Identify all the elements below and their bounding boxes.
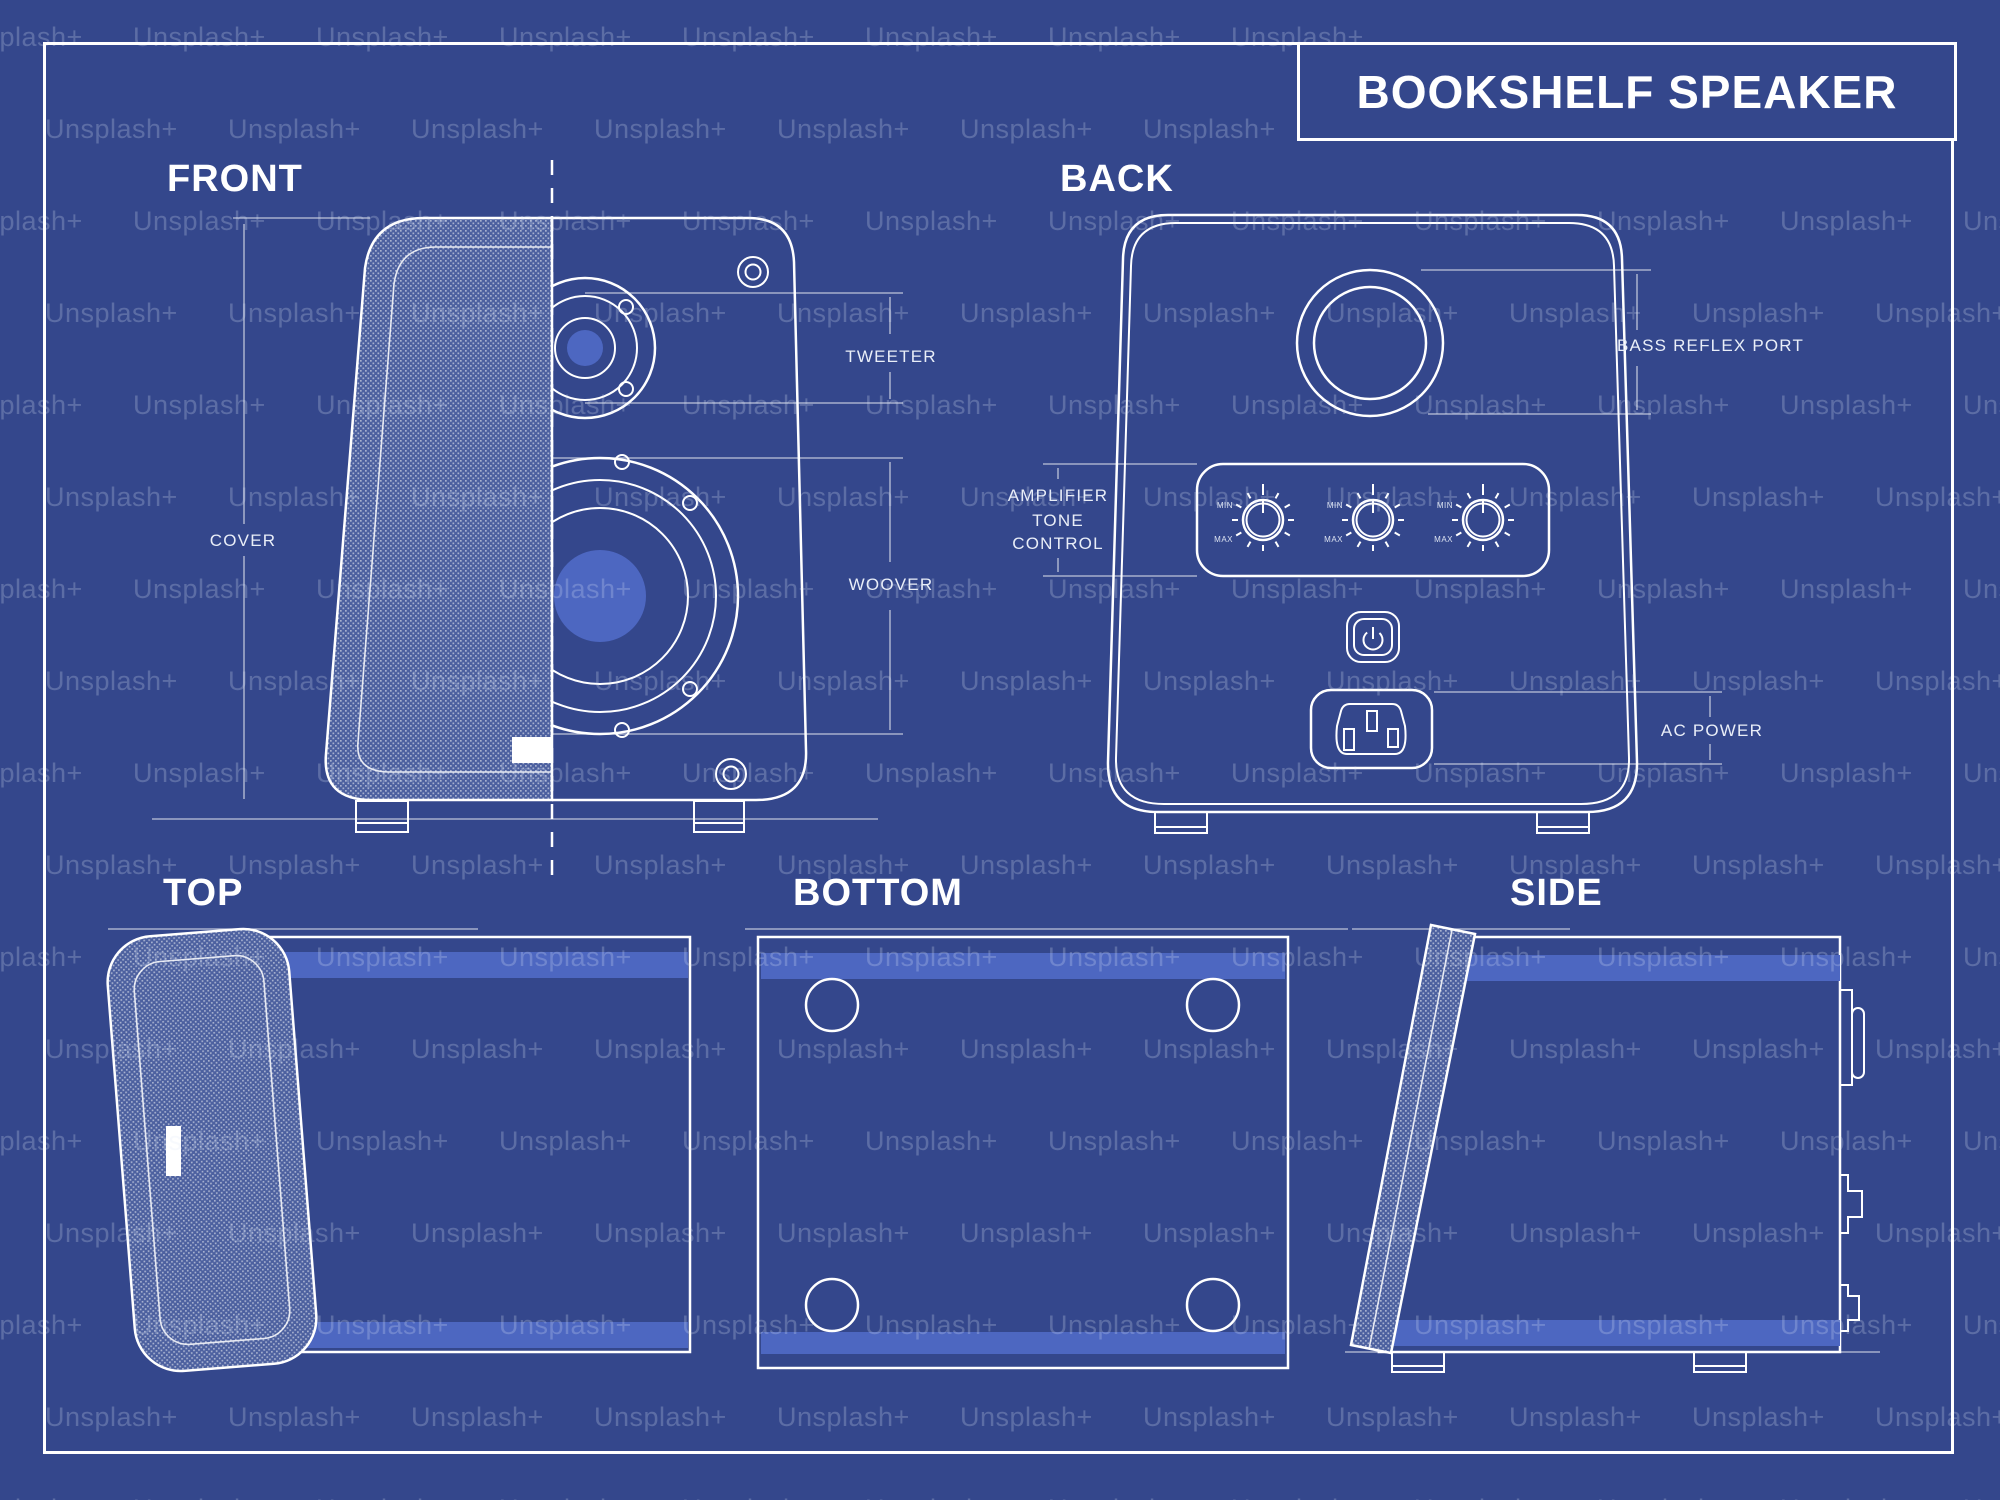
knob-min-label: MIN (1217, 501, 1233, 510)
foot-pad (804, 977, 860, 1033)
woofer-driver (553, 454, 740, 738)
back-view: MIN MAX MIN MAX MIN MAX (1008, 213, 1804, 834)
tone-knob[interactable]: MIN MAX (1434, 484, 1514, 551)
back-cabinet-inner-line (1114, 222, 1631, 805)
bass-reflex-label: BASS REFLEX PORT (1617, 336, 1804, 355)
cover-inner-line (1368, 929, 1453, 1350)
ac-power-label: AC POWER (1661, 721, 1763, 740)
tweeter-driver (553, 276, 657, 420)
knob-ticks (1452, 484, 1514, 551)
front-cabinet-outline (552, 216, 808, 802)
knob-max-label: MAX (1434, 535, 1453, 544)
top-view (106, 927, 692, 1373)
rear-protrusions (1839, 989, 1865, 1332)
side-view-label: SIDE (1510, 872, 1603, 914)
foot-pad (804, 1277, 860, 1333)
knob-ticks (1232, 484, 1294, 551)
tone-knob[interactable]: MIN MAX (1324, 484, 1404, 551)
page-title: BOOKSHELF SPEAKER (1356, 65, 1898, 118)
top-view-label: TOP (163, 872, 244, 914)
bottom-view-label: BOTTOM (793, 872, 963, 914)
accent-stripe (252, 1322, 688, 1348)
knob-max-label: MAX (1214, 535, 1233, 544)
power-button[interactable] (1346, 611, 1400, 663)
bass-reflex-port (1295, 268, 1445, 418)
power-icon (1362, 627, 1384, 651)
accent-stripe (1382, 1320, 1840, 1346)
amp-label-line2: TONE (1032, 511, 1084, 530)
brand-badge (512, 737, 552, 763)
knob-max-label: MAX (1324, 535, 1343, 544)
amp-label-line3: CONTROL (1012, 534, 1104, 553)
accent-stripe (761, 1332, 1285, 1354)
woofer-label: WOOVER (849, 575, 934, 594)
cover-label: COVER (210, 531, 276, 550)
back-cabinet-outline (1106, 213, 1639, 814)
brand-badge (166, 1126, 181, 1176)
ac-socket (1309, 688, 1434, 770)
speaker-cover (106, 927, 318, 1373)
bottom-view (745, 928, 1348, 1370)
accent-stripe (1454, 955, 1840, 981)
back-view-label: BACK (1060, 158, 1174, 200)
front-view: COVER TWEETER WOOVER (152, 160, 937, 880)
front-view-label: FRONT (167, 158, 303, 200)
foot (1693, 1351, 1747, 1373)
knob-ticks (1342, 484, 1404, 551)
speaker-cover (1349, 923, 1477, 1355)
screw-hole (715, 256, 769, 790)
foot (1154, 811, 1208, 834)
knob-min-label: MIN (1327, 501, 1343, 510)
tweeter-label: TWEETER (845, 347, 937, 366)
title-block: BOOKSHELF SPEAKER (1297, 42, 1957, 141)
foot-pad (1185, 977, 1241, 1033)
foot (1391, 1351, 1445, 1373)
bottom-cabinet-outline (756, 935, 1290, 1370)
knob-min-label: MIN (1437, 501, 1453, 510)
speaker-cover (324, 216, 554, 802)
tone-control-panel (1195, 462, 1551, 578)
accent-stripe (252, 952, 688, 978)
foot-pad (1185, 1277, 1241, 1333)
cover-inner-line (357, 246, 552, 773)
amp-label-line1: AMPLIFIER (1008, 486, 1109, 505)
top-cabinet-outline (248, 935, 692, 1354)
accent-stripe (761, 953, 1285, 979)
foot (1536, 811, 1590, 834)
side-view (1345, 923, 1880, 1373)
foot (355, 800, 409, 833)
foot (693, 800, 745, 833)
tone-knob[interactable]: MIN MAX (1214, 484, 1294, 551)
